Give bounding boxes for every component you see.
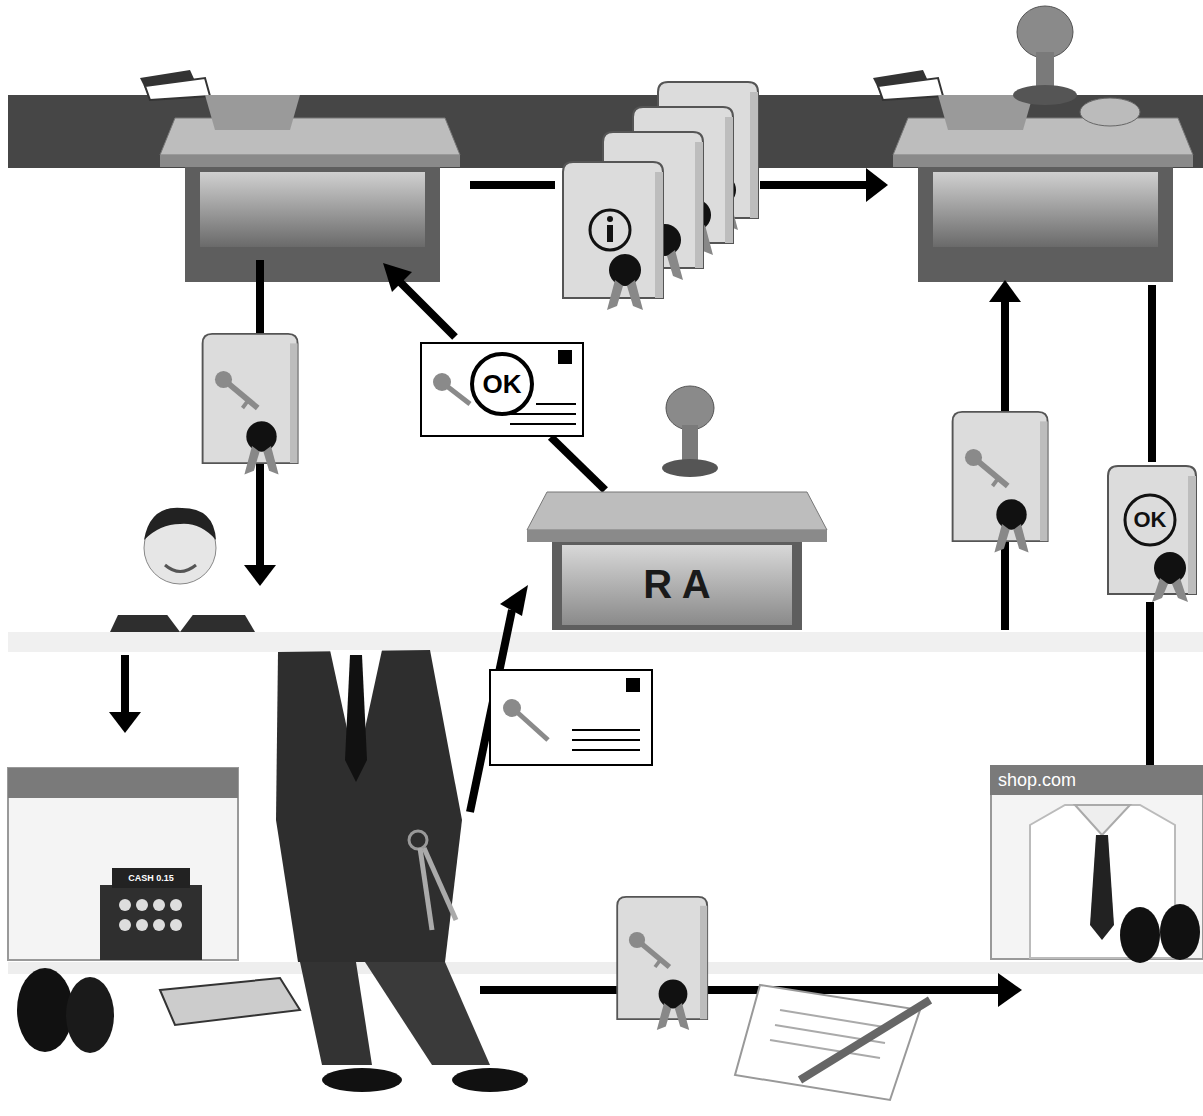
ra-desk: R A [527,490,827,630]
ca-desk [140,70,460,282]
node-text: OK [472,368,532,400]
store-window [8,768,300,1053]
node-text: R A [527,562,827,606]
ok-certificate: OK [1102,462,1198,602]
node-text: OK [1120,507,1180,533]
key-envelope [490,670,652,765]
certificate-stack [563,82,758,310]
shop-window-shape [990,765,1203,960]
background-band [8,95,1203,974]
shop-window: shop.com [990,765,1203,960]
va-desk [873,70,1193,282]
signed-paper [735,985,930,1100]
ra-desk-shape [527,490,827,630]
stamp [1013,6,1140,126]
connector [1146,602,1154,765]
connector [551,437,605,490]
ok-envelope: OK [420,342,584,437]
key-certificate [203,334,1048,1030]
ra-stamp [662,386,718,477]
register-display: CASH 0.15 [112,872,190,884]
node-text: shop.com [998,770,1188,790]
label-holder: CASH 0.15 [112,872,190,884]
